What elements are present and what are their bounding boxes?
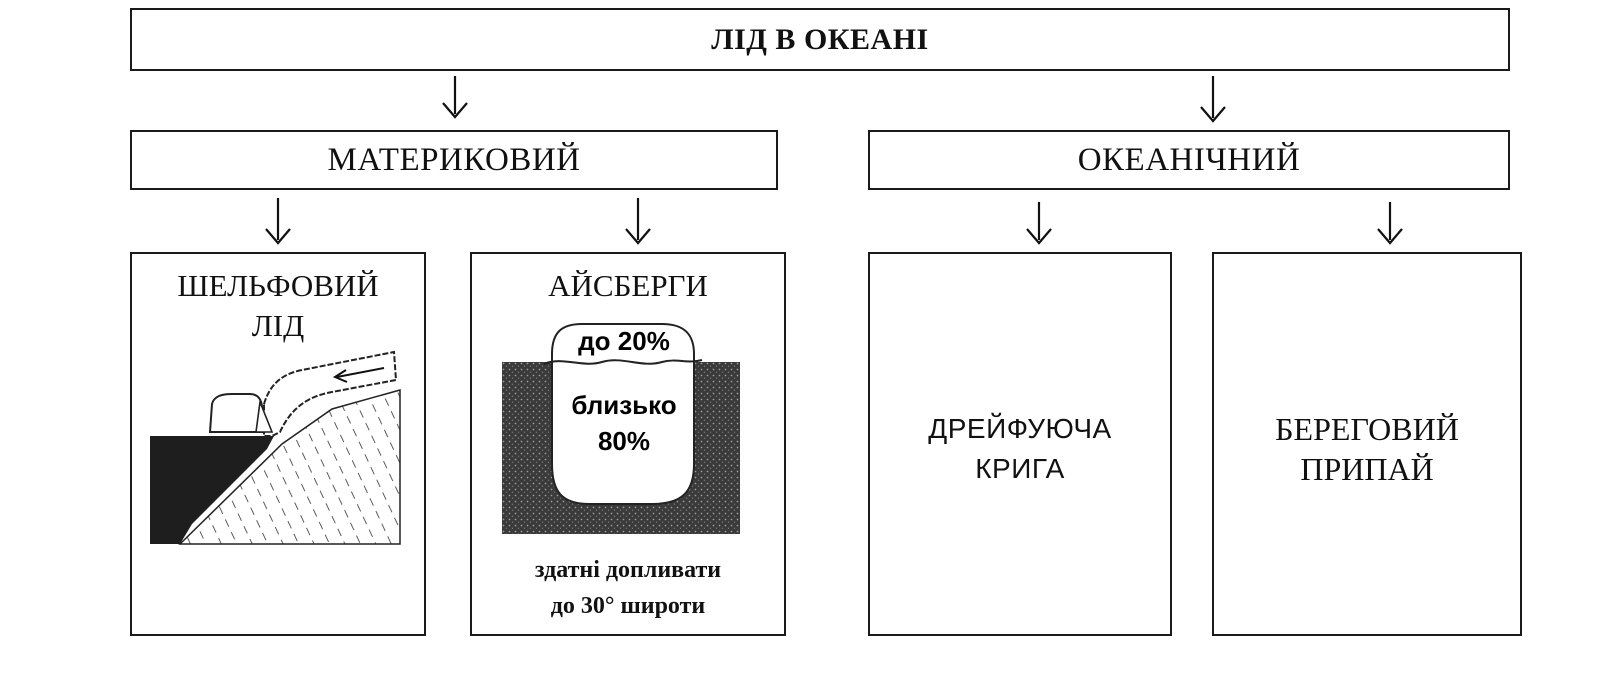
shelf-ice-title-line2: ЛІД	[251, 308, 305, 343]
drift-ice-card: ДРЕЙФУЮЧА КРИГА	[868, 252, 1172, 636]
arrow-root-to-oceanic	[1200, 76, 1226, 123]
iceberg-illustration: до 20% близько 80%	[502, 323, 740, 534]
root-box: ЛІД В ОКЕАНІ	[130, 8, 1510, 71]
sea-water	[150, 436, 274, 544]
continental-label: МАТЕРИКОВИЙ	[327, 141, 581, 178]
arrow-oceanic-to-drift	[1026, 202, 1052, 245]
drift-ice-line1: ДРЕЙФУЮЧА	[928, 413, 1112, 444]
oceanic-box: ОКЕАНІЧНИЙ	[868, 130, 1510, 190]
arrow-oceanic-to-fast	[1377, 202, 1403, 245]
below-water-label-line1: близько	[571, 390, 676, 420]
icebergs-title: АЙСБЕРГИ	[548, 268, 708, 303]
land-slope	[178, 389, 401, 545]
shelf-ice-illustration	[150, 350, 401, 545]
root-title: ЛІД В ОКЕАНІ	[711, 22, 929, 56]
arrow-continental-to-shelf	[265, 198, 291, 245]
waterline	[543, 359, 703, 365]
fast-ice-line2: ПРИПАЙ	[1300, 451, 1434, 487]
shelf-ice-title-line1: ШЕЛЬФОВИЙ	[177, 268, 379, 303]
shelf-ice-title: ШЕЛЬФОВИЙ ЛІД	[132, 266, 424, 346]
shelf-ice-card: ШЕЛЬФОВИЙ ЛІД	[130, 252, 426, 636]
icebergs-card: АЙСБЕРГИ до 20% близько 80% здатні допли…	[470, 252, 786, 636]
icebergs-note-line1: здатні допливати	[534, 557, 722, 583]
drift-ice-line2: КРИГА	[975, 453, 1065, 484]
fast-ice-label: БЕРЕГОВИЙ ПРИПАЙ	[1214, 409, 1520, 489]
flow-arrow	[332, 367, 385, 383]
arrow-continental-to-icebergs	[625, 198, 651, 245]
fast-ice-card: БЕРЕГОВИЙ ПРИПАЙ	[1212, 252, 1522, 636]
iceberg-body	[551, 323, 695, 505]
arrow-root-to-continental	[442, 76, 468, 119]
below-water-label-line2: 80%	[598, 426, 650, 456]
drift-ice-label: ДРЕЙФУЮЧА КРИГА	[870, 409, 1170, 489]
fast-ice-line1: БЕРЕГОВИЙ	[1275, 411, 1459, 447]
ice-crack	[255, 398, 274, 433]
calved-iceberg	[208, 393, 263, 433]
continental-box: МАТЕРИКОВИЙ	[130, 130, 778, 190]
icebergs-note: здатні допливати до 30° широти	[472, 552, 784, 624]
above-water-label: до 20%	[578, 326, 670, 356]
oceanic-label: ОКЕАНІЧНИЙ	[1077, 141, 1301, 178]
icebergs-note-line2: до 30° широти	[550, 593, 706, 619]
